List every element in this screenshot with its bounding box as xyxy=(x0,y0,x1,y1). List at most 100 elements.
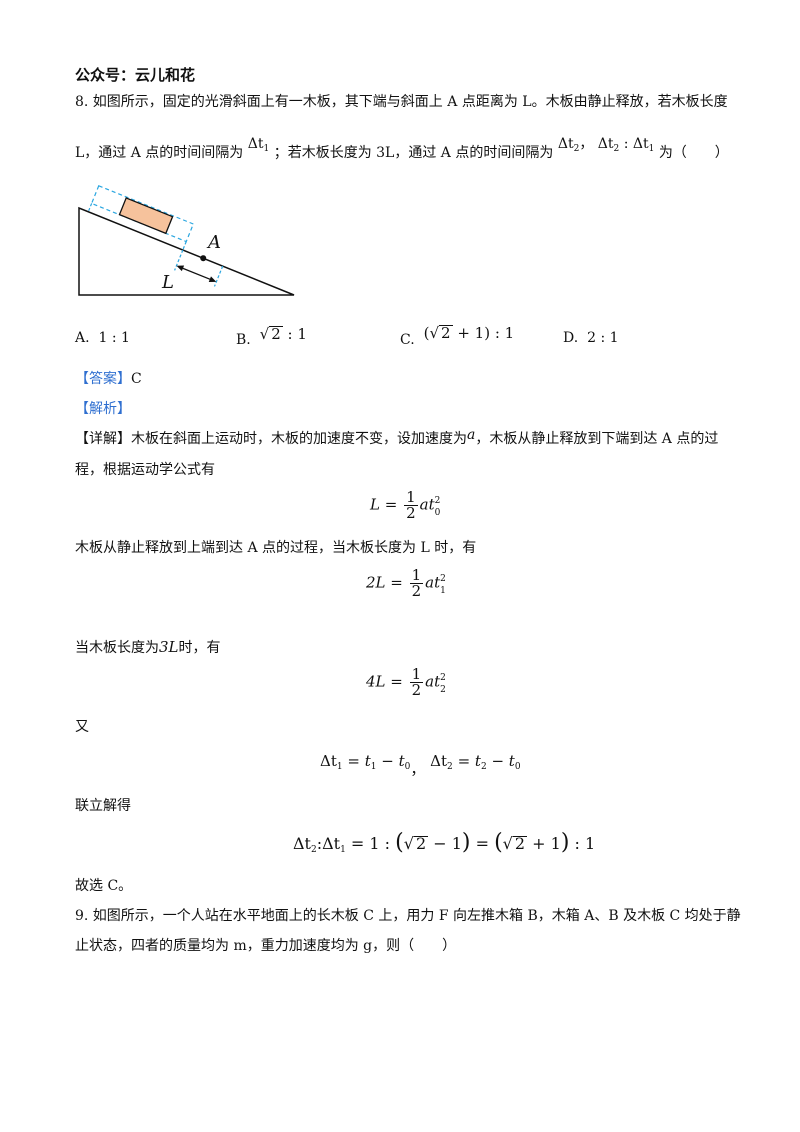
eq4-sep: ， xyxy=(410,760,426,778)
paren-open: ( xyxy=(395,830,404,855)
length-l-label: L xyxy=(161,272,174,293)
dt1-sub: 1 xyxy=(263,144,270,154)
also-label: 又 xyxy=(75,719,89,735)
frac-den: 2 xyxy=(411,681,422,699)
answer-value: C xyxy=(131,371,142,387)
sub2: 2 xyxy=(447,762,453,772)
option-c-label: C. xyxy=(400,332,415,348)
eq1-lhs: L = xyxy=(370,495,398,514)
sq: 2 xyxy=(434,495,441,506)
ratio-sub2: 2 xyxy=(613,144,620,154)
detail-line4-a: 当木板长度为 xyxy=(75,640,159,656)
equation-4: Δt1 = t1 − t0， Δt2 = t2 − t0 xyxy=(320,750,521,778)
detail-line3: 木板从静止释放到上端到达 A 点的过程，当木板长度为 L 时，有 xyxy=(75,540,477,556)
eq5-eq: = xyxy=(470,834,495,853)
dt-symbol: Δt xyxy=(557,136,574,152)
dt-symbol: Δt xyxy=(293,834,311,853)
sq: 2 xyxy=(440,672,446,683)
sub1: 1 xyxy=(336,762,343,772)
joint-label: 联立解得 xyxy=(75,798,131,814)
option-d: D. 2 : 1 xyxy=(563,329,619,347)
dt-symbol: Δt xyxy=(632,136,649,152)
option-a-text: 1 : 1 xyxy=(98,330,130,346)
option-b-root: 2 xyxy=(269,325,283,343)
option-c: C. (√2 + 1) : 1 xyxy=(400,324,515,348)
q8-line2-text-c: 为（ ） xyxy=(658,145,729,161)
frac-den: 2 xyxy=(406,504,416,522)
dt-symbol: Δt xyxy=(247,136,264,152)
ratio-colon: : xyxy=(619,136,633,152)
q8-line1: 8. 如图所示，固定的光滑斜面上有一木板，其下端与斜面上 A 点距离为 L。木板… xyxy=(75,94,728,110)
point-a-dot xyxy=(200,255,207,262)
sub2: 2 xyxy=(480,762,487,772)
dt-symbol: Δt xyxy=(322,834,341,853)
account-header: 公众号：云儿和花 xyxy=(75,66,196,84)
option-c-open: ( xyxy=(423,324,430,342)
option-b: B. √2 : 1 xyxy=(236,325,307,348)
frac-num: 1 xyxy=(404,488,418,506)
eq5-root: 2 xyxy=(512,834,528,853)
detail-3l: 3L xyxy=(159,638,179,656)
sub1: 1 xyxy=(440,585,446,596)
detail-line2: 程，根据运动学公式有 xyxy=(75,462,215,478)
eq4-minus-t: − t xyxy=(376,752,405,770)
option-c-math: (√2 + 1) : 1 xyxy=(423,324,515,342)
option-d-text: 2 : 1 xyxy=(587,330,619,346)
detail-line1: 【详解】木板在斜面上运动时，木板的加速度不变，设加速度为a，木板从静止释放到下端… xyxy=(75,427,719,448)
paren-open: ( xyxy=(494,830,503,855)
q8-line2-text-b: ；若木板长度为 3L，通过 A 点的时间间隔为 xyxy=(273,145,554,161)
sub0: 0 xyxy=(434,507,441,518)
board-group xyxy=(87,185,224,287)
sub0: 0 xyxy=(514,762,521,772)
eq-at: at xyxy=(425,672,441,691)
wooden-block xyxy=(118,197,174,235)
eq5-end: : 1 xyxy=(569,834,596,853)
frac-num: 1 xyxy=(409,665,424,683)
sub1: 1 xyxy=(370,762,377,772)
q8-line2: L，通过 A 点的时间间隔为 Δt1 ；若木板长度为 3L，通过 A 点的时间间… xyxy=(75,136,729,161)
sub1: 1 xyxy=(340,845,346,855)
eq4-minus-t: − t xyxy=(486,752,515,770)
sub2: 2 xyxy=(440,684,446,695)
paren-close: ) xyxy=(461,830,471,855)
frac-num: 1 xyxy=(409,566,424,584)
accel-symbol: a xyxy=(467,427,476,443)
eq4-eq-t: = t xyxy=(457,752,481,770)
option-b-rest: : 1 xyxy=(282,325,307,343)
eq-at: at xyxy=(425,573,441,592)
eq2-lhs: 2L = xyxy=(366,573,403,592)
q9-line2: 止状态，四者的质量均为 m，重力加速度均为 g，则（ ） xyxy=(75,938,457,954)
dt-symbol: Δt xyxy=(597,136,614,152)
option-a: A. 1 : 1 xyxy=(75,329,130,347)
detail-line1-text: 木板在斜面上运动时，木板的加速度不变，设加速度为 xyxy=(131,431,467,447)
answer-line: 【答案】C xyxy=(75,370,142,388)
eq5-plus: + 1 xyxy=(527,834,561,853)
paren-close: ) xyxy=(560,830,570,855)
eq-at: at xyxy=(419,495,435,514)
option-b-math: √2 : 1 xyxy=(259,325,307,343)
sub0: 0 xyxy=(404,762,411,772)
option-d-label: D. xyxy=(563,330,579,346)
eq5-minus: − 1 xyxy=(428,834,462,853)
dt2-sub: 2 xyxy=(573,144,580,154)
dt-symbol: Δt xyxy=(320,752,337,770)
q9-line1: 9. 如图所示，一个人站在水平地面上的长木板 C 上，用力 F 向左推木箱 B，… xyxy=(75,908,741,924)
equation-5: Δt2:Δt1 = 1 : (√2 − 1) = (√2 + 1) : 1 xyxy=(293,830,596,855)
eq3-lhs: 4L = xyxy=(366,672,403,691)
incline-figure: A L xyxy=(78,185,295,296)
length-arrow xyxy=(179,266,213,281)
eq4-eq-t: = t xyxy=(347,752,371,770)
option-b-label: B. xyxy=(236,332,251,348)
detail-line1-end: ，木板从静止释放到下端到达 A 点的过 xyxy=(475,431,719,447)
eq5-mid: = 1 : xyxy=(345,834,396,853)
option-a-label: A. xyxy=(75,330,90,346)
option-c-rest: + 1) : 1 xyxy=(452,324,515,342)
frac-den: 2 xyxy=(411,582,422,600)
point-a-label: A xyxy=(206,232,221,253)
